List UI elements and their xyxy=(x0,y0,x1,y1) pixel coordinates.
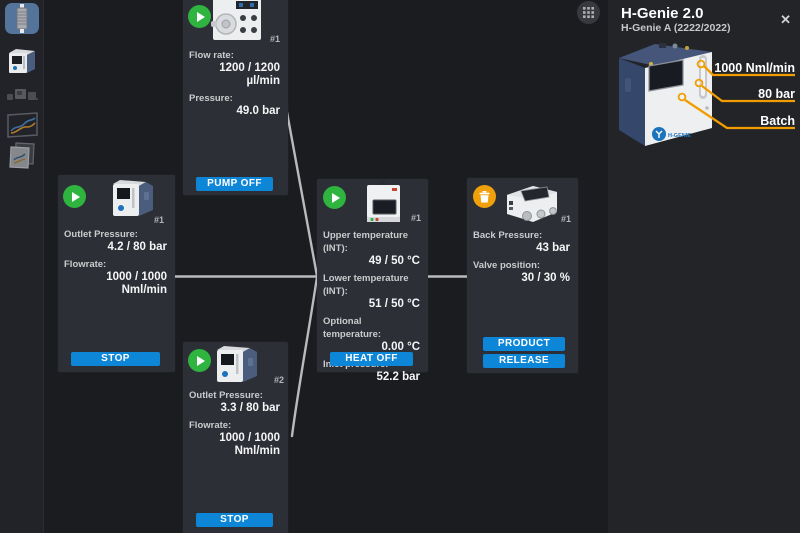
sidebar-item-devices[interactable] xyxy=(5,47,39,74)
bpr-device-image xyxy=(507,186,557,222)
pump-off-button[interactable]: PUMP OFF xyxy=(196,177,273,191)
reactor-start-button[interactable] xyxy=(323,186,346,209)
stop-button[interactable]: STOP xyxy=(196,513,273,527)
play-icon xyxy=(331,192,340,203)
panel-subtitle: H-Genie A (2222/2022) xyxy=(621,22,731,34)
delete-node-button[interactable] xyxy=(473,185,496,208)
modules-icon xyxy=(7,89,38,100)
upper-temp-label: Upper temperature (INT): xyxy=(323,230,408,254)
sidebar-item-reports[interactable] xyxy=(5,142,39,169)
lower-temp-value: 51 / 50 °C xyxy=(368,298,420,310)
sidebar-item-modules[interactable] xyxy=(5,86,39,102)
gas1-start-button[interactable] xyxy=(63,185,86,208)
valve-position-label: Valve position: xyxy=(473,260,541,271)
flow-rate-value: 1200 / 1200 µl/min xyxy=(219,62,280,87)
play-icon xyxy=(196,11,205,22)
connector-reactor-to-gas2 xyxy=(290,275,319,438)
unit-number: #1 xyxy=(410,213,421,223)
trash-icon xyxy=(479,190,490,202)
panel-title: H-Genie 2.0 xyxy=(621,5,704,22)
optional-temp-value: 0.00 °C xyxy=(381,341,420,353)
chart-icon xyxy=(6,111,38,138)
grid-toggle-button[interactable] xyxy=(577,1,600,24)
svg-text:H-GENIE: H-GENIE xyxy=(668,133,691,139)
node-card-bpr[interactable]: #1 Back Pressure: 43 bar Valve position:… xyxy=(467,178,578,373)
unit-number: #2 xyxy=(273,375,284,385)
callout-mode: Batch xyxy=(760,114,795,128)
unit-number: #1 xyxy=(269,34,280,44)
node-card-reactor[interactable]: #1 Upper temperature (INT): 49 / 50 °C L… xyxy=(317,179,428,383)
device-detail-panel: H-Genie 2.0 H-Genie A (2222/2022) ✕ H-GE… xyxy=(608,0,800,533)
flowrate-value: 1000 / 1000 Nml/min xyxy=(219,432,280,457)
product-button[interactable]: PRODUCT xyxy=(483,337,565,351)
unit-number: #1 xyxy=(560,214,571,224)
pressure-label: Pressure: xyxy=(189,93,233,104)
reactor-column-icon xyxy=(5,3,39,34)
flowrate-label: Flowrate: xyxy=(189,420,232,431)
release-button[interactable]: RELEASE xyxy=(483,354,565,368)
back-pressure-label: Back Pressure: xyxy=(473,230,543,241)
sidebar-item-charts[interactable] xyxy=(5,111,39,138)
upper-temp-value: 49 / 50 °C xyxy=(368,255,420,267)
callout-flow-capacity: 1000 Nml/min xyxy=(714,61,795,75)
outlet-pressure-label: Outlet Pressure: xyxy=(64,229,138,240)
lower-temp-label: Lower temperature (INT): xyxy=(323,273,409,297)
inlet-pressure-value: 52.2 bar xyxy=(376,371,420,383)
outlet-pressure-label: Outlet Pressure: xyxy=(189,390,263,401)
outlet-pressure-value: 3.3 / 80 bar xyxy=(220,402,280,414)
connector-pump-to-reactor xyxy=(282,94,319,278)
flowrate-label: Flowrate: xyxy=(64,259,107,270)
node-card-gas2[interactable]: #2 Outlet Pressure: 3.3 / 80 bar Flowrat… xyxy=(183,342,288,533)
grid-icon xyxy=(583,7,594,18)
device-cube-icon xyxy=(9,49,35,73)
back-pressure-value: 43 bar xyxy=(536,242,570,254)
reactor-device-image xyxy=(367,181,400,222)
unit-number: #1 xyxy=(153,215,164,225)
heat-off-button[interactable]: HEAT OFF xyxy=(330,352,413,366)
callout-pressure-capacity: 80 bar xyxy=(758,87,795,101)
pump-device-image xyxy=(211,0,261,40)
hgenie-device-image xyxy=(217,346,257,382)
gas2-start-button[interactable] xyxy=(188,349,211,372)
node-card-pump[interactable]: #1 Flow rate: 1200 / 1200 µl/min Pressur… xyxy=(183,0,288,195)
play-icon xyxy=(196,355,205,366)
hgenie-panel-image: H-GENIE xyxy=(619,43,712,146)
sidebar xyxy=(0,0,44,533)
valve-position-value: 30 / 30 % xyxy=(521,272,570,284)
close-icon[interactable]: ✕ xyxy=(780,12,791,27)
hgenie-device-image xyxy=(113,180,153,216)
pressure-value: 49.0 bar xyxy=(236,105,280,117)
sidebar-item-reactions[interactable] xyxy=(5,3,39,34)
reports-icon xyxy=(9,142,35,169)
pump-start-button[interactable] xyxy=(188,5,211,28)
callout-lines xyxy=(677,59,795,130)
flow-rate-label: Flow rate: xyxy=(189,50,234,61)
play-icon xyxy=(71,191,80,202)
flowrate-value: 1000 / 1000 Nml/min xyxy=(106,271,167,296)
stop-button[interactable]: STOP xyxy=(71,352,160,366)
optional-temp-label: Optional temperature: xyxy=(323,316,382,340)
node-card-gas1[interactable]: #1 Outlet Pressure: 4.2 / 80 bar Flowrat… xyxy=(58,175,175,372)
outlet-pressure-value: 4.2 / 80 bar xyxy=(107,241,167,253)
